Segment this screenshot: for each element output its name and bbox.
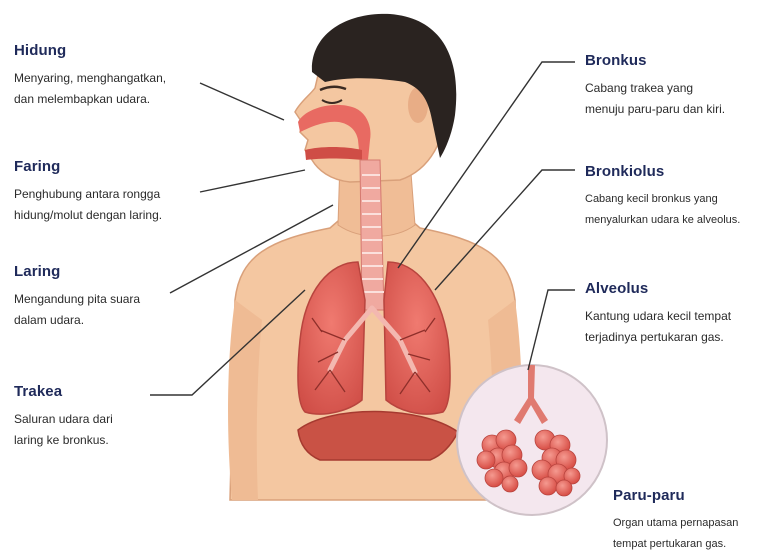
mouth-cavity: [305, 147, 362, 160]
label-bronkus: Bronkus Cabang trakea yang menuju paru-p…: [585, 52, 725, 120]
leader-faring: [200, 170, 305, 192]
label-faring-desc: Penghubung antara rongga hidung/molut de…: [14, 184, 162, 226]
label-alveolus-desc: Kantung udara kecil tempat terjadinya pe…: [585, 306, 731, 348]
leader-alveolus: [528, 290, 575, 370]
label-trakea: Trakea Saluran udara dari laring ke bron…: [14, 383, 113, 451]
label-trakea-desc: Saluran udara dari laring ke bronkus.: [14, 409, 113, 451]
trachea: [360, 160, 384, 310]
label-hidung-desc: Menyaring, menghangatkan, dan melembapka…: [14, 68, 166, 110]
label-laring-desc: Mengandung pita suara dalam udara.: [14, 289, 140, 331]
label-paru-paru: Paru-paru Organ utama pernapasan tempat …: [613, 487, 738, 555]
label-paru-paru-desc: Organ utama pernapasan tempat pertukaran…: [613, 513, 738, 555]
label-alveolus: Alveolus Kantung udara kecil tempat terj…: [585, 280, 731, 348]
label-bronkus-desc: Cabang trakea yang menuju paru-paru dan …: [585, 78, 725, 120]
label-bronkiolus-desc: Cabang kecil bronkus yang menyalurkan ud…: [585, 189, 740, 231]
label-faring: Faring Penghubung antara rongga hidung/m…: [14, 158, 162, 226]
left-arm: [228, 300, 262, 500]
label-trakea-title: Trakea: [14, 383, 113, 400]
label-bronkiolus: Bronkiolus Cabang kecil bronkus yang men…: [585, 163, 740, 231]
label-hidung-title: Hidung: [14, 42, 166, 59]
label-bronkus-title: Bronkus: [585, 52, 725, 69]
leader-hidung: [200, 83, 284, 120]
label-laring-title: Laring: [14, 263, 140, 280]
label-hidung: Hidung Menyaring, menghangatkan, dan mel…: [14, 42, 166, 110]
label-laring: Laring Mengandung pita suara dalam udara…: [14, 263, 140, 331]
label-paru-paru-title: Paru-paru: [613, 487, 738, 504]
label-alveolus-title: Alveolus: [585, 280, 731, 297]
label-faring-title: Faring: [14, 158, 162, 175]
label-bronkiolus-title: Bronkiolus: [585, 163, 740, 180]
